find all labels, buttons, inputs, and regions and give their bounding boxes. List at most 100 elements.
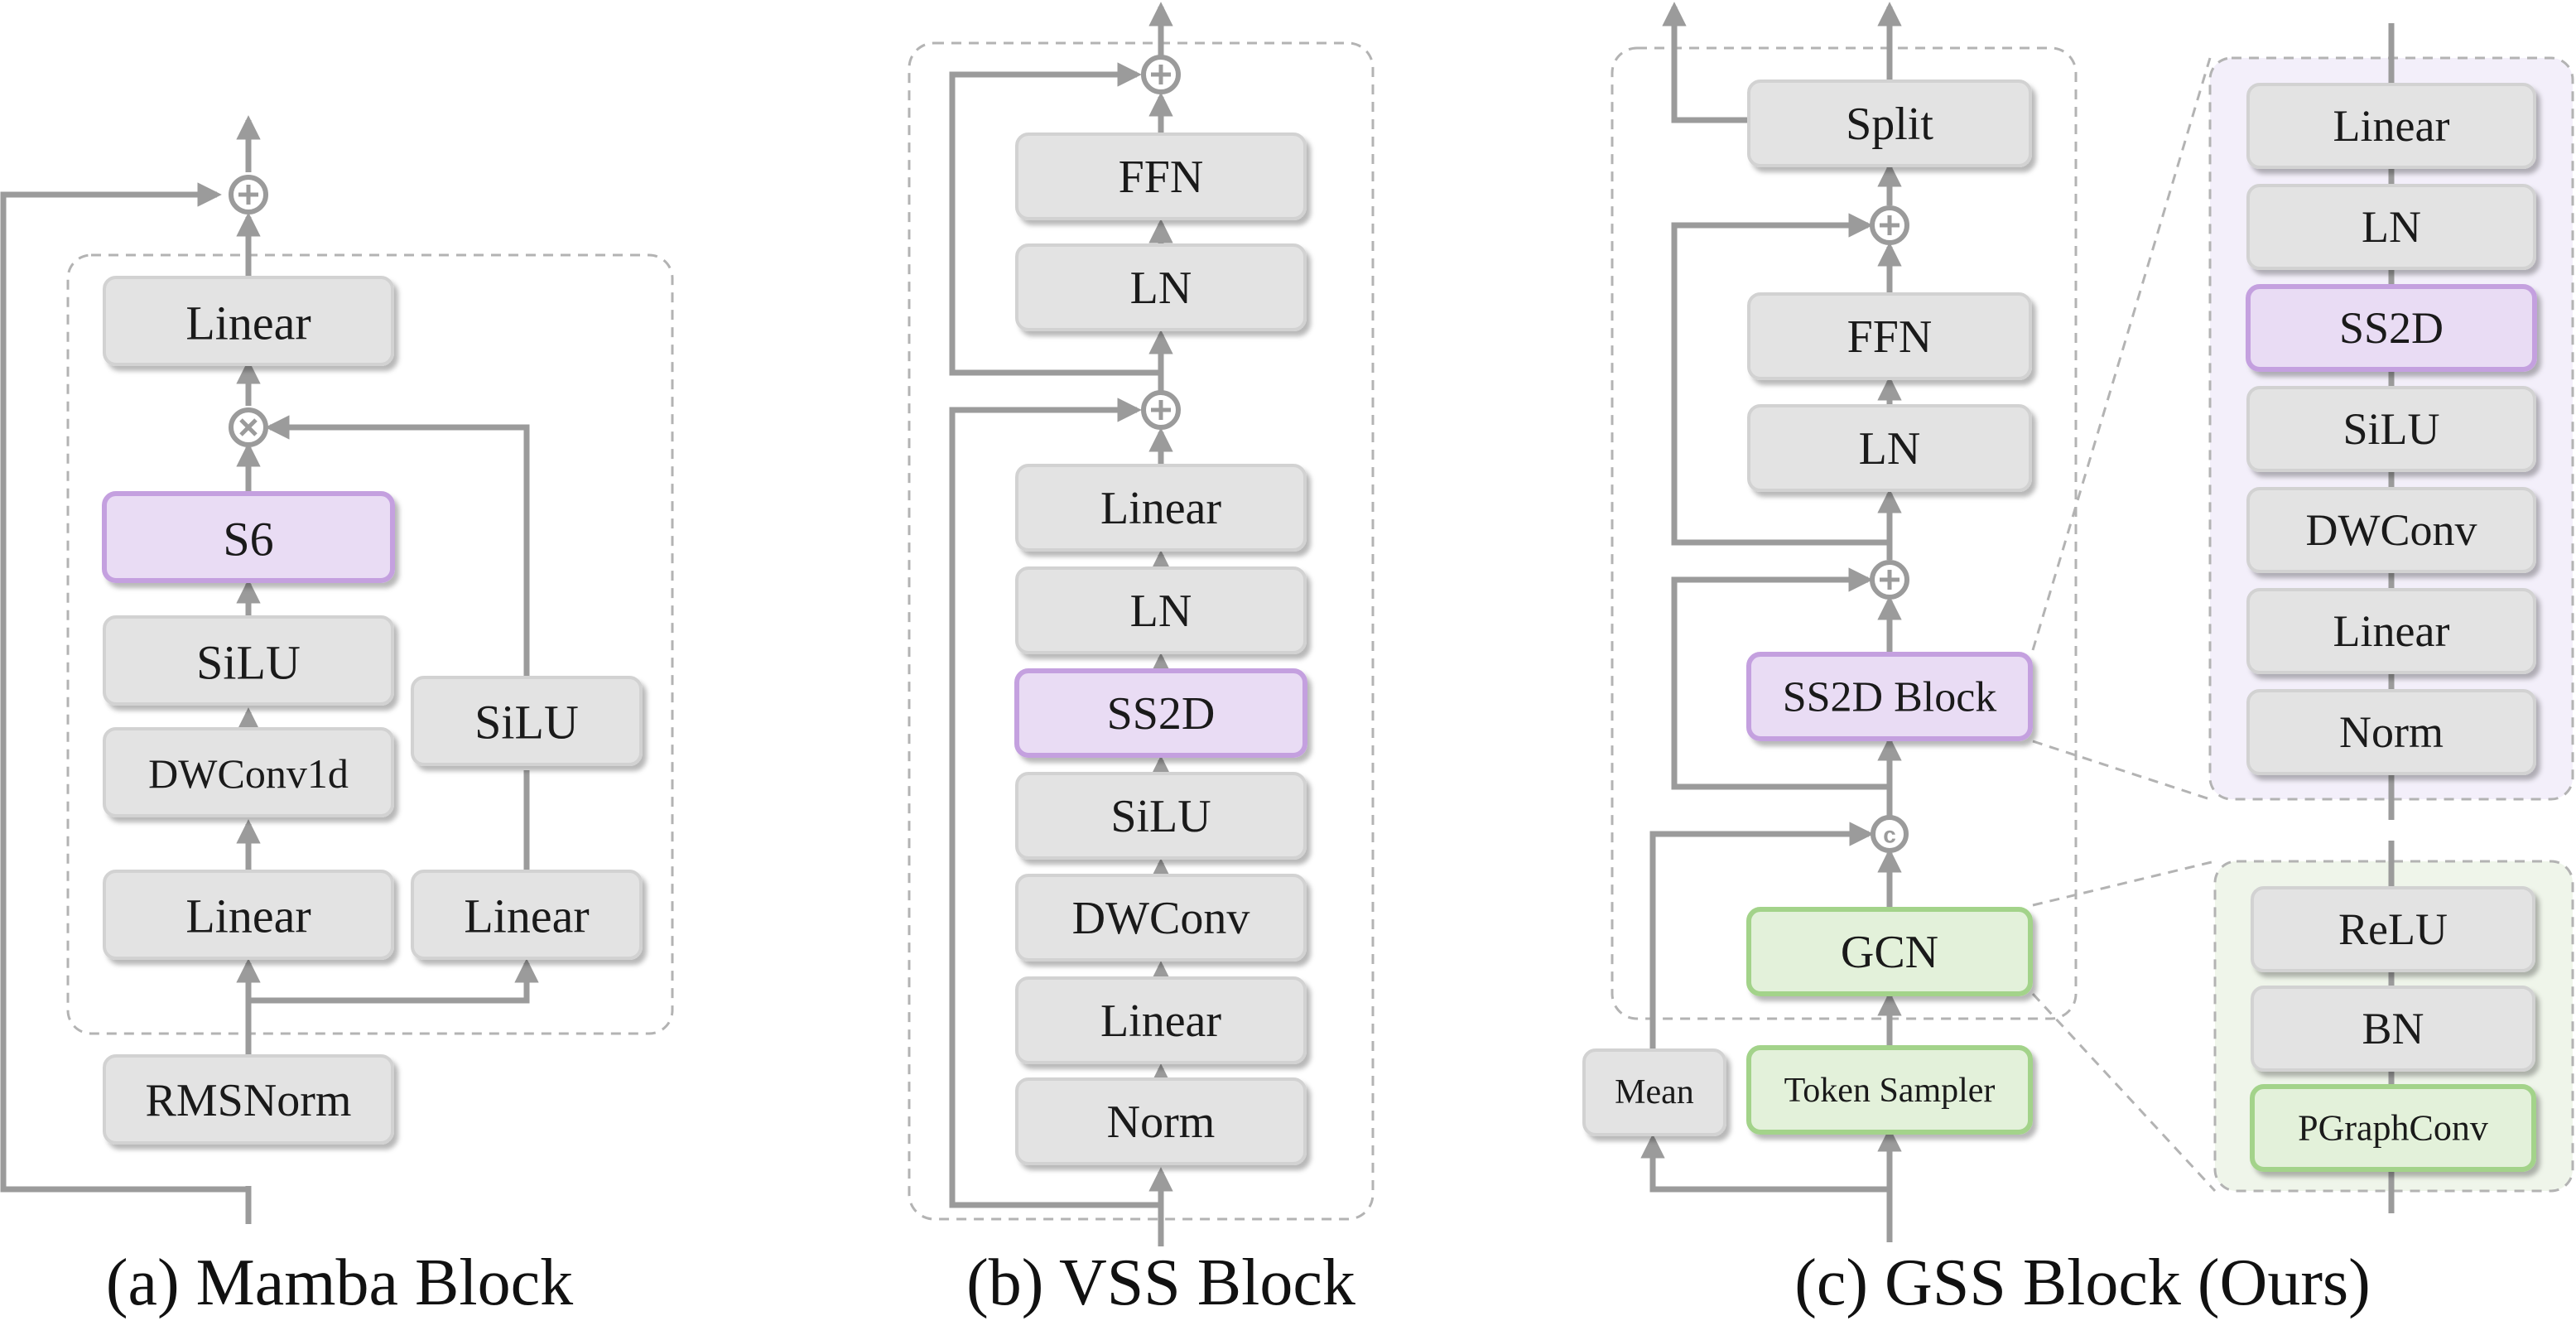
- vss-block: FFN LN Linear LN SS2D SiLU DWConv Linea: [908, 2, 1375, 1319]
- ss2d-detail-box-1-label: Linear: [2333, 101, 2450, 151]
- mamba-linear-right-label: Linear: [464, 889, 589, 943]
- mamba-dwconv-box: DWConv1d: [103, 727, 394, 817]
- gss-ffn-label: FFN: [1847, 311, 1933, 363]
- gss-concat-label: c: [1883, 822, 1896, 848]
- mamba-silu-right-box: SiLU: [411, 676, 643, 766]
- vss-caption: (b) VSS Block: [966, 1246, 1355, 1319]
- ss2d-detail-box-6: Linear: [2246, 588, 2536, 674]
- gcn-detail-box-1-label: ReLU: [2338, 904, 2448, 954]
- ss2d-detail-box-5: DWConv: [2246, 487, 2536, 573]
- mamba-inner-region: [66, 253, 674, 1035]
- vss-dwconv-label: DWConv: [1072, 893, 1250, 944]
- vss-inner-region: [908, 41, 1375, 1221]
- vss-norm-label: Norm: [1107, 1097, 1216, 1148]
- mamba-multiply-symbol: [229, 407, 268, 447]
- gss-ln-box: LN: [1747, 404, 2032, 492]
- ss2d-detail-box-5-label: DWConv: [2306, 505, 2477, 555]
- vss-add-symbol-1: [1141, 390, 1181, 430]
- gss-split-side-output-wire: [1662, 2, 1749, 123]
- mamba-rmsnorm-label: RMSNorm: [146, 1075, 352, 1126]
- ss2d-detail-box-3-label: SS2D: [2339, 303, 2444, 353]
- gss-gcn-box: GCN: [1746, 907, 2033, 996]
- ss2d-detail-box-6-label: Linear: [2333, 606, 2450, 656]
- mamba-branch-wire: [248, 958, 539, 1004]
- vss-ffn-label: FFN: [1119, 152, 1204, 203]
- gcn-detail-box-1: ReLU: [2251, 886, 2535, 972]
- gss-mean-to-concat-wire: [1649, 822, 1874, 1050]
- vss-ss2d-label: SS2D: [1107, 688, 1216, 740]
- vss-linear-out-label: Linear: [1100, 483, 1221, 534]
- mamba-rmsnorm-box: RMSNorm: [103, 1054, 394, 1145]
- gss-inner-region: [1611, 46, 2078, 1020]
- ss2d-detail-box-2: LN: [2246, 184, 2536, 270]
- vss-silu-box: SiLU: [1015, 772, 1307, 860]
- gcn-zoom-line-bottom: [2031, 992, 2217, 1193]
- mamba-dwconv-label: DWConv1d: [148, 750, 349, 797]
- gss-gcn-label: GCN: [1841, 927, 1938, 978]
- gcn-zoom-line-top: [2032, 860, 2216, 907]
- vss-skip-2-wire: [949, 62, 1161, 376]
- gss-split-label: Split: [1846, 99, 1933, 150]
- mamba-caption: (a) Mamba Block: [106, 1246, 573, 1319]
- gss-block: c Split FFN LN SS2D Block GCN: [1582, 2, 2574, 1319]
- mamba-silu-left-box: SiLU: [103, 615, 394, 706]
- ss2d-detail-box-4-label: SiLU: [2342, 404, 2439, 454]
- gss-token-sampler-box: Token Sampler: [1746, 1045, 2033, 1135]
- gss-add-symbol-2: [1870, 205, 1909, 245]
- mamba-add-symbol: [229, 175, 268, 214]
- gss-mean-branch-wire: [1640, 1134, 1890, 1193]
- gss-ss2d-block-box: SS2D Block: [1746, 652, 2033, 741]
- gcn-detail-box-3: PGraphConv: [2250, 1084, 2536, 1172]
- vss-silu-label: SiLU: [1110, 791, 1211, 842]
- gcn-detail-box-2-label: BN: [2362, 1004, 2424, 1053]
- gss-skip-1-wire: [1671, 567, 1890, 790]
- gss-ffn-box: FFN: [1747, 292, 2032, 380]
- mamba-linear-out-box: Linear: [103, 276, 394, 366]
- mamba-linear-right-box: Linear: [411, 870, 643, 960]
- mamba-silu-right-label: SiLU: [474, 696, 579, 750]
- vss-norm-box: Norm: [1015, 1077, 1307, 1165]
- ss2d-zoom-line-top: [2031, 57, 2212, 651]
- ss2d-detail-box-1: Linear: [2246, 83, 2536, 169]
- vss-linear-out-box: Linear: [1015, 464, 1307, 552]
- ss2d-detail-box-4: SiLU: [2246, 386, 2536, 472]
- gss-ln-label: LN: [1859, 423, 1921, 475]
- mamba-s6-label: S6: [223, 513, 273, 566]
- gcn-detail-box-2: BN: [2251, 986, 2535, 1072]
- vss-skip-1-wire: [949, 398, 1161, 1208]
- ss2d-detail-box-2-label: LN: [2362, 202, 2421, 252]
- mamba-gate-wire: [265, 415, 530, 677]
- gss-mean-label: Mean: [1615, 1073, 1694, 1111]
- gcn-detail-stack: ReLU BN PGraphConv: [2250, 886, 2536, 1172]
- mamba-skip-wire: [0, 182, 252, 1224]
- mamba-silu-left-label: SiLU: [196, 636, 301, 690]
- ss2d-zoom-line-bottom: [2032, 740, 2211, 801]
- gss-caption: (c) GSS Block (Ours): [1794, 1246, 2370, 1319]
- vss-ss2d-box: SS2D: [1014, 668, 1307, 758]
- gss-add-symbol-1: [1870, 560, 1909, 600]
- mamba-linear-left-label: Linear: [185, 889, 311, 943]
- mamba-s6-box: S6: [102, 491, 395, 583]
- vss-ln-label: LN: [1130, 586, 1192, 637]
- gcn-detail-box-3-label: PGraphConv: [2298, 1108, 2488, 1149]
- gss-concat-symbol: c: [1871, 815, 1909, 853]
- vss-ln-box: LN: [1015, 566, 1307, 654]
- ss2d-detail-box-3: SS2D: [2246, 284, 2537, 372]
- vss-ffn-box: FFN: [1015, 133, 1307, 220]
- ss2d-detail-box-7: Norm: [2246, 689, 2536, 775]
- gss-mean-box: Mean: [1582, 1048, 1726, 1136]
- ss2d-detail-box-7-label: Norm: [2339, 707, 2444, 757]
- gss-token-sampler-label: Token Sampler: [1784, 1072, 1996, 1110]
- gss-split-box: Split: [1747, 80, 2032, 167]
- mamba-linear-left-box: Linear: [103, 870, 394, 960]
- mamba-linear-out-label: Linear: [185, 296, 311, 350]
- vss-add-symbol-2: [1141, 55, 1181, 94]
- gss-skip-2-wire: [1671, 213, 1890, 546]
- vss-linear-in-box: Linear: [1015, 976, 1307, 1064]
- vss-ln2-label: LN: [1130, 263, 1192, 314]
- vss-dwconv-box: DWConv: [1015, 874, 1307, 962]
- vss-linear-in-label: Linear: [1100, 995, 1221, 1047]
- vss-ln2-box: LN: [1015, 243, 1307, 331]
